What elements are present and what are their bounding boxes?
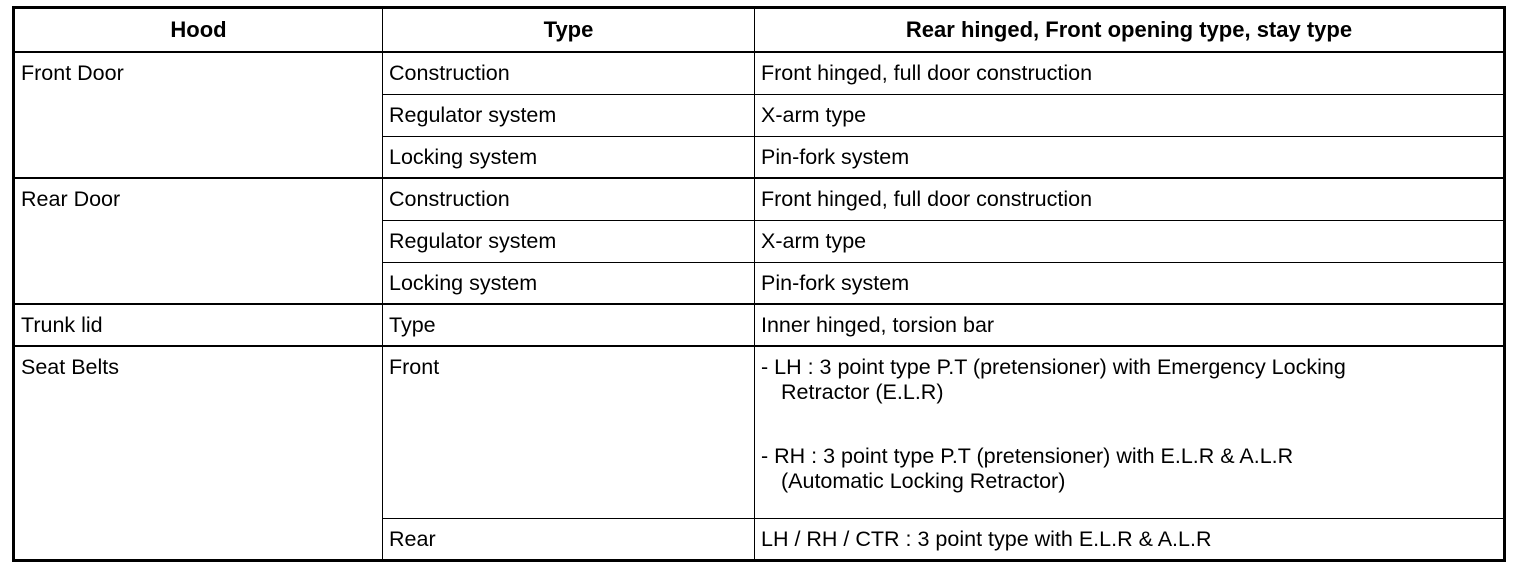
type-cell: Construction	[382, 177, 755, 221]
spec-text: X-arm type	[761, 102, 867, 127]
header-row: Hood Type Rear hinged, Front opening typ…	[13, 7, 1505, 53]
type-text: Rear	[389, 526, 436, 551]
spec-text: X-arm type	[761, 228, 867, 253]
type-cell: Locking system	[382, 135, 755, 179]
type-cell: Regulator system	[382, 219, 755, 263]
spec-text: LH / RH / CTR : 3 point type with E.L.R …	[761, 526, 1212, 551]
table-row: Locking system Pin-fork system	[14, 261, 1505, 305]
group-label-text: Seat Belts	[21, 355, 119, 379]
type-text: Construction	[389, 61, 510, 85]
spec-cell: Pin-fork system	[754, 135, 1505, 179]
group-label-seat-belts: Seat Belts	[13, 345, 383, 561]
seat-belt-lh-line1: - LH : 3 point type P.T (pretensioner) w…	[761, 355, 1346, 379]
type-text: Locking system	[389, 270, 538, 295]
seat-belt-rh-line2: (Automatic Locking Retractor)	[781, 469, 1066, 494]
spec-text: Pin-fork system	[761, 144, 910, 169]
spec-text: Front hinged, full door construction	[761, 61, 1093, 85]
spec-text: Front hinged, full door construction	[761, 187, 1093, 211]
table-row: Front Door Construction Front hinged, fu…	[13, 51, 1505, 179]
group-label-trunk-lid: Trunk lid	[13, 303, 383, 347]
table-header: Hood Type Rear hinged, Front opening typ…	[13, 7, 1505, 53]
spec-cell: Front hinged, full door construction	[754, 177, 1505, 221]
type-cell: Type	[382, 303, 755, 347]
group-label-text: Rear Door	[21, 187, 121, 211]
group-label-text: Front Door	[21, 61, 124, 85]
group-label-rear-door: Rear Door	[13, 177, 383, 305]
table-row: Rear Door Construction Front hinged, ful…	[13, 177, 1505, 305]
type-cell: Front	[382, 345, 755, 519]
spec-cell: Inner hinged, torsion bar	[754, 303, 1505, 347]
type-text: Front	[389, 355, 440, 379]
table-row: Rear LH / RH / CTR : 3 point type with E…	[14, 517, 1505, 561]
type-text: Regulator system	[389, 228, 557, 253]
type-cell: Regulator system	[382, 93, 755, 137]
spec-cell: X-arm type	[754, 219, 1505, 263]
type-text: Type	[389, 313, 436, 337]
table-row: Regulator system X-arm type	[14, 219, 1505, 263]
group-label-front-door: Front Door	[13, 51, 383, 179]
group-label-text: Trunk lid	[21, 313, 103, 337]
table-row: Seat Belts Front - LH : 3 point type P.T…	[13, 345, 1505, 561]
spec-cell-seat-belt-front: - LH : 3 point type P.T (pretensioner) w…	[754, 345, 1505, 519]
seat-belt-front-list: - LH : 3 point type P.T (pretensioner) w…	[761, 347, 1497, 494]
header-cell-hood: Hood	[13, 7, 383, 53]
spec-text: Inner hinged, torsion bar	[761, 313, 995, 337]
type-cell: Locking system	[382, 261, 755, 305]
type-text: Regulator system	[389, 102, 557, 127]
seat-belt-rh-line1: - RH : 3 point type P.T (pretensioner) w…	[761, 443, 1294, 468]
type-text: Locking system	[389, 144, 538, 169]
specification-table: Hood Type Rear hinged, Front opening typ…	[12, 6, 1506, 562]
spec-cell: X-arm type	[754, 93, 1505, 137]
spec-cell: Front hinged, full door construction	[754, 51, 1505, 95]
table-body: Front Door Construction Front hinged, fu…	[13, 51, 1505, 561]
table-row: Regulator system X-arm type	[14, 93, 1505, 137]
seat-belt-spacer	[761, 406, 1497, 444]
type-cell: Construction	[382, 51, 755, 95]
spec-text: Pin-fork system	[761, 270, 910, 295]
type-text: Construction	[389, 187, 510, 211]
specification-table-container: Hood Type Rear hinged, Front opening typ…	[12, 6, 1506, 562]
spec-cell: LH / RH / CTR : 3 point type with E.L.R …	[754, 517, 1505, 561]
type-cell: Rear	[382, 517, 755, 561]
table-row: Trunk lid Type Inner hinged, torsion bar	[13, 303, 1505, 347]
header-cell-description: Rear hinged, Front opening type, stay ty…	[754, 7, 1505, 53]
seat-belt-lh-line2: Retractor (E.L.R)	[781, 380, 944, 405]
header-cell-type: Type	[382, 7, 755, 53]
spec-cell: Pin-fork system	[754, 261, 1505, 305]
